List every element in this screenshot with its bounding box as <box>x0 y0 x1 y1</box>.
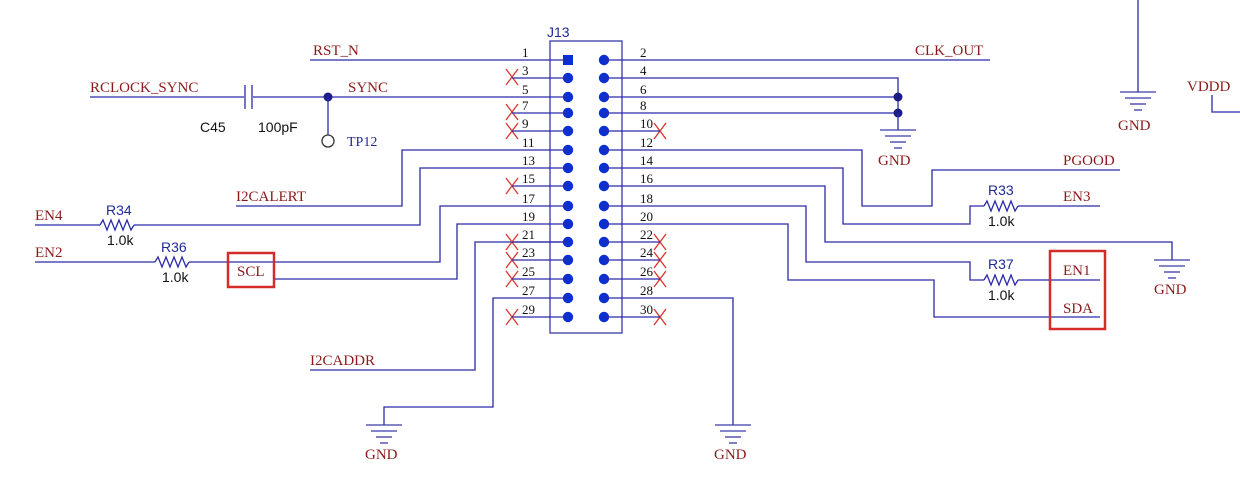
gnd-label: GND <box>1118 118 1151 134</box>
pin-number-10: 10 <box>640 116 653 131</box>
pin-number-12: 12 <box>640 135 653 150</box>
pin-number-9: 9 <box>522 116 529 131</box>
no-connect-markers <box>505 68 667 326</box>
no-connect-pin21 <box>505 233 568 251</box>
net-en3: EN3 <box>1063 189 1091 205</box>
r36-refdes: R36 <box>161 239 187 255</box>
c45-refdes: C45 <box>200 119 226 135</box>
pin-number-19: 19 <box>522 209 535 224</box>
highlight-en1-sda <box>1048 249 1107 331</box>
no-connect-pin3 <box>505 68 568 86</box>
pin-number-14: 14 <box>640 153 654 168</box>
no-connect-pin10 <box>604 122 667 140</box>
pin-number-22: 22 <box>640 227 653 242</box>
no-connect-pin23 <box>505 251 568 269</box>
gnd-symbol-pin16: GND <box>1154 259 1190 298</box>
no-connect-pin9 <box>505 122 568 140</box>
net-en1: EN1 <box>1063 263 1091 279</box>
r34-refdes: R34 <box>106 202 132 218</box>
no-connect-pin25 <box>505 270 568 288</box>
r33-value: 1.0k <box>988 213 1015 229</box>
net-rst-n: RST_N <box>313 43 359 59</box>
pin-number-18: 18 <box>640 191 653 206</box>
c45-value: 100pF <box>258 119 298 135</box>
highlight-scl <box>226 251 276 289</box>
pin-number-24: 24 <box>640 245 654 260</box>
pin-number-21: 21 <box>522 227 535 242</box>
r33-refdes: R33 <box>988 182 1014 198</box>
pin-number-7: 7 <box>522 98 529 113</box>
test-point-tp12 <box>321 134 335 148</box>
pin-number-3: 3 <box>522 63 529 78</box>
pin-number-11: 11 <box>522 135 535 150</box>
net-en4: EN4 <box>35 208 63 224</box>
gnd-label: GND <box>878 153 911 169</box>
pin-number-5: 5 <box>522 82 529 97</box>
no-connect-pin24 <box>604 251 667 269</box>
pin-number-8: 8 <box>640 98 647 113</box>
pin-number-28: 28 <box>640 283 653 298</box>
net-vddd: VDDD <box>1187 79 1230 95</box>
gnd-symbol-top-right: GND <box>1118 91 1156 134</box>
gnd-label: GND <box>714 447 747 463</box>
net-rclock-sync: RCLOCK_SYNC <box>90 80 198 96</box>
net-i2calert: I2CALERT <box>236 189 306 205</box>
pin-number-15: 15 <box>522 171 535 186</box>
r37-value: 1.0k <box>988 287 1015 303</box>
gnd-label: GND <box>365 447 398 463</box>
net-pgood: PGOOD <box>1063 153 1115 169</box>
r36-value: 1.0k <box>162 269 189 285</box>
pin-number-20: 20 <box>640 209 653 224</box>
gnd-symbol-pin28: GND <box>714 424 751 463</box>
gnd-symbol-pin4-8: GND <box>878 129 916 169</box>
no-connect-pin15 <box>505 177 568 195</box>
pin-number-26: 26 <box>640 264 654 279</box>
net-i2caddr: I2CADDR <box>310 353 375 369</box>
no-connect-pin22 <box>604 233 667 251</box>
connector-refdes: J13 <box>547 24 570 40</box>
pin-number-27: 27 <box>522 283 536 298</box>
pin-number-13: 13 <box>522 153 535 168</box>
net-scl: SCL <box>237 264 265 280</box>
no-connect-pin26 <box>604 270 667 288</box>
pin-number-17: 17 <box>522 191 536 206</box>
connector-pins <box>562 54 610 323</box>
r37-refdes: R37 <box>988 256 1014 272</box>
pin-number-25: 25 <box>522 264 535 279</box>
net-sda: SDA <box>1063 301 1093 317</box>
pin-number-6: 6 <box>640 82 647 97</box>
pin-number-30: 30 <box>640 302 653 317</box>
pin-number-23: 23 <box>522 245 535 260</box>
pin-number-4: 4 <box>640 63 647 78</box>
gnd-symbol-pin29: GND <box>365 424 402 463</box>
pin-number-2: 2 <box>640 45 647 60</box>
pin-number-16: 16 <box>640 171 654 186</box>
tp12-refdes: TP12 <box>347 135 377 150</box>
no-connect-pin30 <box>604 308 667 326</box>
pin-number-1: 1 <box>522 45 529 60</box>
pin-number-29: 29 <box>522 302 535 317</box>
r34-value: 1.0k <box>107 232 134 248</box>
no-connect-pin29 <box>505 308 568 326</box>
net-en2: EN2 <box>35 245 63 261</box>
no-connect-pin7 <box>505 103 568 121</box>
net-clk-out: CLK_OUT <box>915 43 983 59</box>
gnd-label: GND <box>1154 282 1187 298</box>
net-sync: SYNC <box>348 80 388 96</box>
